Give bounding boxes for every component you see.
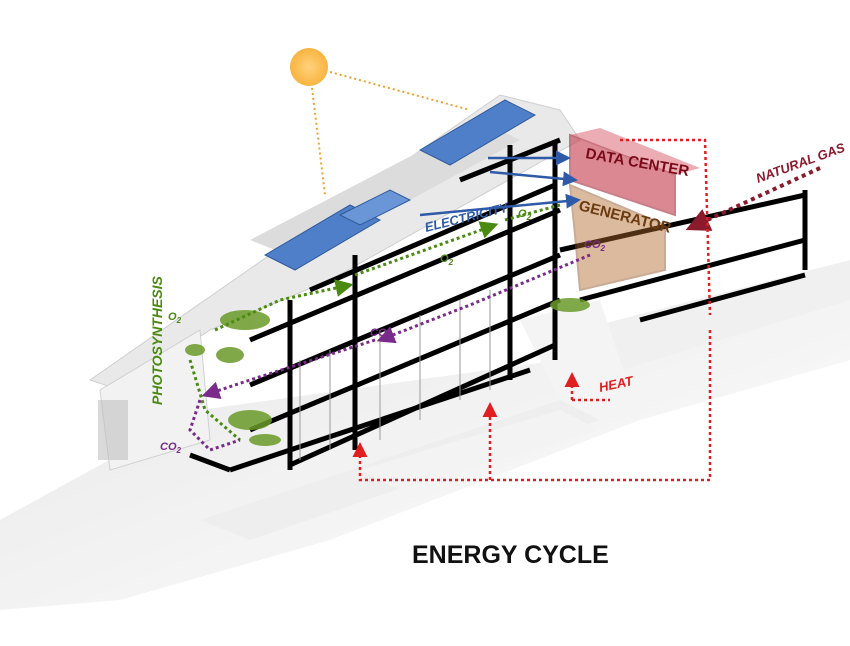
svg-text:CO2: CO2 bbox=[370, 327, 392, 341]
vegetation bbox=[185, 298, 590, 446]
natural-gas-label: NATURAL GAS bbox=[754, 140, 847, 186]
diagram-title: ENERGY CYCLE bbox=[412, 541, 609, 569]
svg-text:O2: O2 bbox=[518, 208, 532, 222]
solar-panel-icon bbox=[263, 99, 537, 271]
facade-screen bbox=[98, 400, 128, 460]
data-center-box: DATA CENTER bbox=[569, 128, 700, 217]
sun-icon bbox=[290, 48, 471, 196]
svg-text:CO2: CO2 bbox=[160, 441, 182, 455]
svg-text:CO2: CO2 bbox=[584, 239, 606, 253]
electricity-flow bbox=[419, 150, 581, 217]
co2-labels: CO2 CO2 CO2 bbox=[160, 239, 606, 455]
svg-text:O2: O2 bbox=[440, 253, 454, 267]
heat-label: HEAT bbox=[598, 373, 636, 395]
svg-text:O2: O2 bbox=[168, 311, 182, 325]
photosynthesis-label: PHOTOSYNTHESIS bbox=[149, 275, 165, 405]
oxygen-flow bbox=[188, 203, 561, 442]
o2-labels: O2 O2 O2 bbox=[168, 208, 532, 325]
heat-flow bbox=[352, 138, 712, 482]
building-interior bbox=[299, 290, 491, 460]
building-section bbox=[189, 137, 808, 473]
co2-flow bbox=[188, 253, 591, 452]
site-ground bbox=[0, 260, 850, 610]
